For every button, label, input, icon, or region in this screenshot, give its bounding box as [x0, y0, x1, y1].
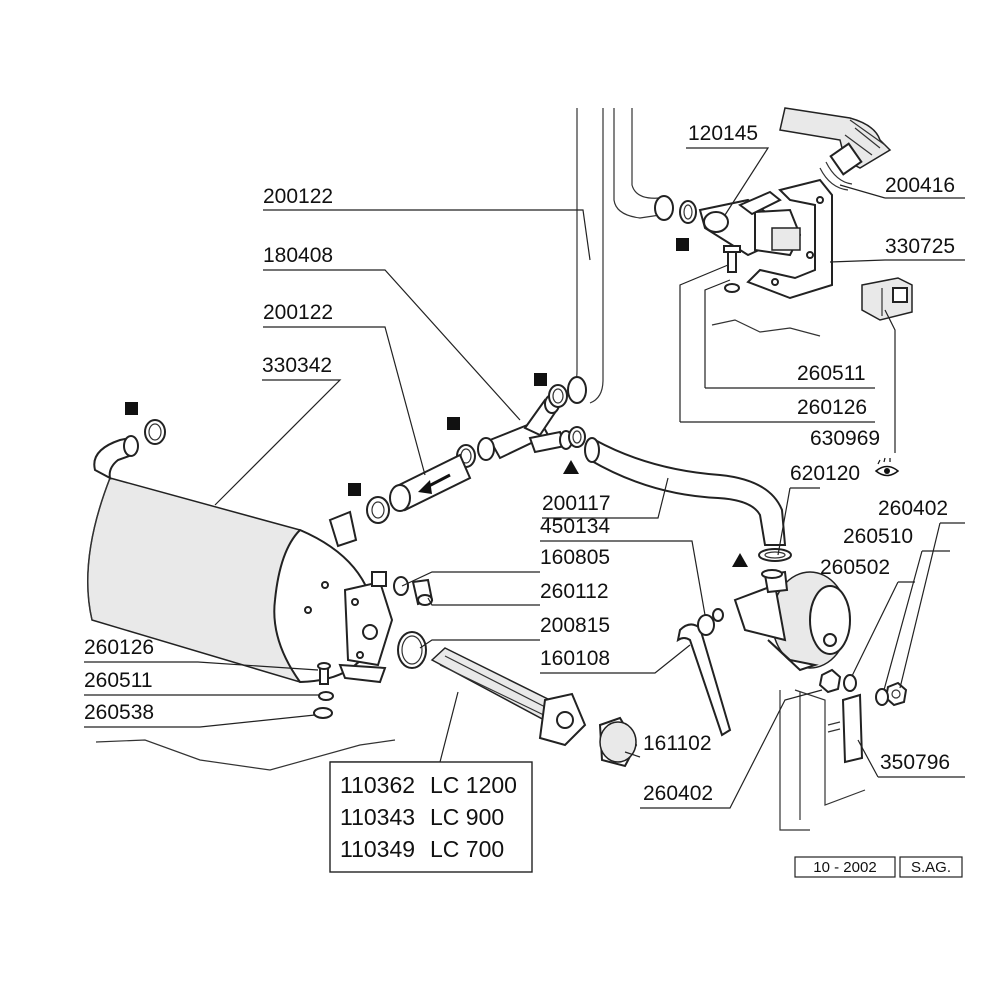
label-120145: 120145: [688, 122, 758, 145]
hose-clamp-tank-top: [144, 419, 166, 445]
washer-260502: [843, 674, 857, 692]
label-160108: 160108: [540, 647, 610, 670]
label-330725: 330725: [885, 235, 955, 258]
hose-clamp-t-top: [548, 384, 568, 408]
leader-lines: [84, 147, 965, 809]
square-marker-icon: [447, 417, 460, 430]
solenoid-coil: [861, 277, 913, 321]
label-620120: 620120: [790, 462, 860, 485]
label-260112: 260112: [540, 580, 609, 603]
inlet-pipe-left: [566, 108, 604, 404]
flow-hose: [389, 453, 472, 512]
tube-clamp: [697, 608, 724, 636]
tank-screw: [317, 662, 331, 685]
variants-table: 110362 LC 1200 110343 LC 900 110349 LC 7…: [329, 761, 533, 873]
washer-260510: [875, 688, 889, 706]
t-fitting: [477, 394, 573, 461]
footer-date-box: 10 - 2002: [794, 856, 896, 878]
label-260511-bottom: 260511: [84, 669, 153, 692]
heating-element: [430, 647, 587, 747]
label-260538: 260538: [84, 701, 154, 724]
pipe-end-ring: [567, 376, 587, 404]
label-180408: 180408: [263, 244, 333, 267]
label-260510: 260510: [843, 525, 913, 548]
nut-260402-lower: [818, 668, 842, 694]
floor-outline-top: [711, 319, 821, 337]
braided-hose: [779, 107, 892, 191]
footer-signature: S.AG.: [911, 859, 951, 876]
hose-clamp-pump: [758, 548, 792, 562]
label-200117: 200117: [542, 492, 611, 515]
seal-washer: [393, 576, 409, 596]
nut-260402-upper: [884, 681, 908, 707]
footer-date: 10 - 2002: [813, 859, 876, 876]
variant-model: LC 700: [430, 836, 504, 862]
floor-outline-bottom: [95, 739, 396, 771]
square-marker-icon: [676, 238, 689, 251]
tank-washer: [318, 691, 334, 701]
valve-bracket: [746, 178, 833, 300]
triangle-marker-icon: [732, 553, 748, 567]
pump-bracket: [827, 693, 864, 764]
label-260511-top: 260511: [797, 362, 866, 385]
label-160805: 160805: [540, 546, 610, 569]
label-630969: 630969: [810, 427, 880, 450]
label-200122-top: 200122: [263, 185, 333, 208]
hose-clamp-t-right: [568, 426, 586, 448]
variant-code: 110349: [340, 836, 415, 862]
variant-model: LC 900: [430, 804, 504, 830]
label-330342: 330342: [262, 354, 332, 377]
hose-clamp-boiler: [366, 496, 390, 524]
label-260402-top: 260402: [878, 497, 948, 520]
inlet-pipe-right: [613, 108, 674, 221]
square-marker-icon: [348, 483, 361, 496]
eye-icon: [874, 457, 900, 477]
drain-tube: [676, 623, 732, 737]
label-200122-mid: 200122: [263, 301, 333, 324]
flange-cover: [598, 716, 638, 768]
solenoid-valve: [698, 190, 802, 257]
square-marker-icon: [125, 402, 138, 415]
label-260126-top: 260126: [797, 396, 867, 419]
label-161102: 161102: [643, 732, 712, 755]
label-450134: 450134: [540, 515, 610, 538]
label-350796: 350796: [880, 751, 950, 774]
hose-clamp-valve: [679, 200, 697, 224]
water-pump: [733, 569, 851, 672]
tank-washer-large: [313, 707, 333, 719]
label-200815: 200815: [540, 614, 610, 637]
drain-plug: [411, 578, 434, 606]
label-200416: 200416: [885, 174, 955, 197]
valve-screw: [723, 245, 741, 293]
pump-hose: [584, 437, 787, 546]
square-marker-icon: [534, 373, 547, 386]
variant-model: LC 1200: [430, 772, 517, 798]
frame-outline: [779, 689, 866, 831]
o-ring: [397, 631, 427, 669]
label-260502: 260502: [820, 556, 890, 579]
label-260126-bottom: 260126: [84, 636, 154, 659]
label-260402-bottom: 260402: [643, 782, 713, 805]
variant-code: 110343: [340, 804, 415, 830]
triangle-marker-icon: [563, 460, 579, 474]
boiler-tank: [86, 435, 394, 684]
footer-signature-box: S.AG.: [899, 856, 963, 878]
variant-code: 110362: [340, 772, 415, 798]
